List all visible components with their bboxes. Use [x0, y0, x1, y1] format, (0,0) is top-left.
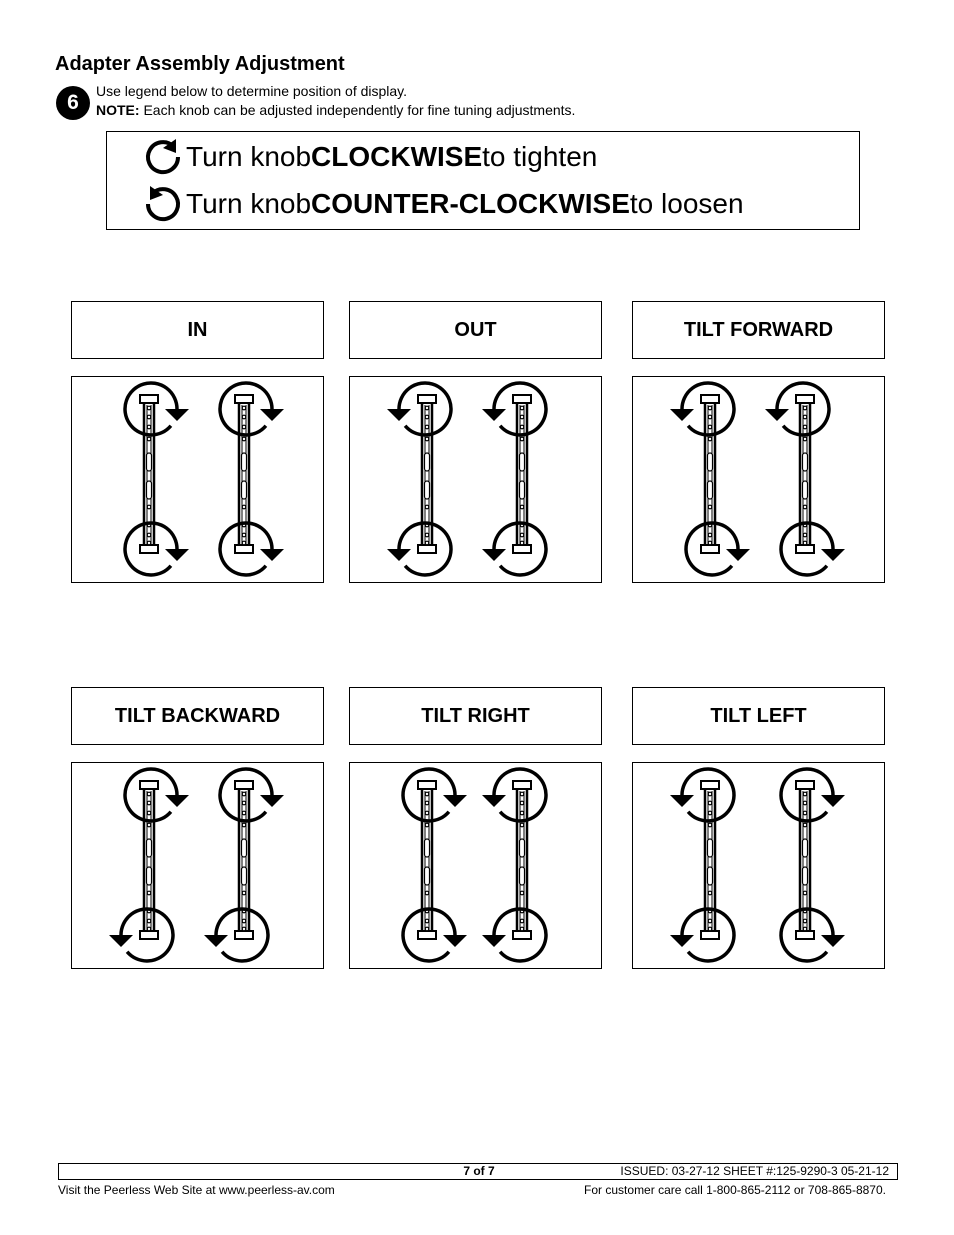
panel-label-tilt-forward: TILT FORWARD: [632, 301, 885, 359]
clockwise-arrow-icon: [218, 381, 284, 437]
panel-label-tilt-backward: TILT BACKWARD: [71, 687, 324, 745]
instructions: Use legend below to determine position o…: [96, 82, 575, 120]
panel-label-tilt-right: TILT RIGHT: [349, 687, 602, 745]
panel-label-tilt-left: TILT LEFT: [632, 687, 885, 745]
panel-figure-in: [71, 376, 324, 583]
note-label: NOTE:: [96, 102, 140, 118]
left-adapter-bracket: [670, 767, 736, 963]
bracket-diagram: [109, 767, 284, 963]
right-adapter-bracket: [218, 381, 284, 577]
clockwise-arrow-icon: [684, 521, 750, 577]
panel-figure-tilt-left: [632, 762, 885, 969]
clockwise-arrow-icon: [123, 521, 189, 577]
clockwise-arrow-icon: [401, 767, 467, 823]
bracket-diagram: [670, 767, 845, 963]
right-adapter-bracket: [779, 767, 845, 963]
right-adapter-bracket: [482, 381, 548, 577]
counter-clockwise-arrow-icon: [387, 381, 453, 437]
legend-ccw-bold: COUNTER-CLOCKWISE: [311, 188, 630, 219]
panel-figure-out: [349, 376, 602, 583]
panel-figure-tilt-right: [349, 762, 602, 969]
right-adapter-bracket: [482, 767, 548, 963]
note-line: NOTE: Each knob can be adjusted independ…: [96, 101, 575, 120]
clockwise-arrow-icon: [401, 907, 467, 963]
left-adapter-bracket: [387, 381, 453, 577]
counter-clockwise-arrow-icon: [670, 767, 736, 823]
counter-clockwise-arrow-icon: [765, 381, 831, 437]
rotation-legend: Turn knob CLOCKWISE to tighten Turn knob…: [106, 131, 860, 230]
clockwise-arrow-icon: [218, 521, 284, 577]
counter-clockwise-arrow-icon: [204, 907, 270, 963]
clockwise-arrow-icon: [123, 767, 189, 823]
counter-clockwise-arrow-icon: [670, 381, 736, 437]
panel-figure-tilt-forward: [632, 376, 885, 583]
page-number: 7 of 7: [463, 1164, 495, 1178]
legend-cw-bold: CLOCKWISE: [311, 141, 483, 172]
bracket-diagram: [387, 381, 548, 577]
legend-counter-clockwise: Turn knob COUNTER-CLOCKWISE to loosen: [143, 184, 744, 224]
issue-info: ISSUED: 03-27-12 SHEET #:125-9290-3 05-2…: [620, 1164, 889, 1178]
clockwise-arrow-icon: [779, 521, 845, 577]
clockwise-arrow-icon: [146, 139, 181, 175]
legend-cw-suffix: to tighten: [482, 141, 598, 172]
left-adapter-bracket: [670, 381, 750, 577]
page-title: Adapter Assembly Adjustment: [55, 53, 345, 75]
panel-figure-tilt-backward: [71, 762, 324, 969]
bracket-diagram: [670, 381, 845, 577]
counter-clockwise-arrow-icon: [482, 767, 548, 823]
legend-cw-prefix: Turn knob: [186, 141, 312, 172]
step-number-badge: 6: [56, 86, 90, 120]
panel-label-out: OUT: [349, 301, 602, 359]
counter-clockwise-arrow-icon: [482, 521, 548, 577]
counter-clockwise-arrow-icon: [387, 521, 453, 577]
right-adapter-bracket: [765, 381, 845, 577]
clockwise-arrow-icon: [779, 767, 845, 823]
instruction-line: Use legend below to determine position o…: [96, 83, 408, 99]
website-link[interactable]: Visit the Peerless Web Site at www.peerl…: [58, 1183, 335, 1197]
left-adapter-bracket: [123, 381, 189, 577]
footer-bar: 7 of 7 ISSUED: 03-27-12 SHEET #:125-9290…: [58, 1163, 898, 1180]
customer-care-info: For customer care call 1-800-865-2112 or…: [584, 1183, 886, 1197]
left-adapter-bracket: [109, 767, 189, 963]
clockwise-arrow-icon: [218, 767, 284, 823]
counter-clockwise-arrow-icon: [482, 381, 548, 437]
left-adapter-bracket: [401, 767, 467, 963]
clockwise-arrow-icon: [779, 907, 845, 963]
legend-clockwise: Turn knob CLOCKWISE to tighten: [143, 137, 597, 177]
counter-clockwise-arrow-icon: [670, 907, 736, 963]
counter-clockwise-arrow-icon: [145, 186, 180, 222]
legend-ccw-suffix: to loosen: [629, 188, 744, 219]
note-text: Each knob can be adjusted independently …: [139, 102, 576, 118]
bracket-diagram: [123, 381, 284, 577]
panel-label-in: IN: [71, 301, 324, 359]
counter-clockwise-arrow-icon: [109, 907, 175, 963]
bracket-diagram: [401, 767, 548, 963]
counter-clockwise-arrow-icon: [482, 907, 548, 963]
clockwise-arrow-icon: [123, 381, 189, 437]
legend-ccw-prefix: Turn knob: [186, 188, 312, 219]
right-adapter-bracket: [204, 767, 284, 963]
